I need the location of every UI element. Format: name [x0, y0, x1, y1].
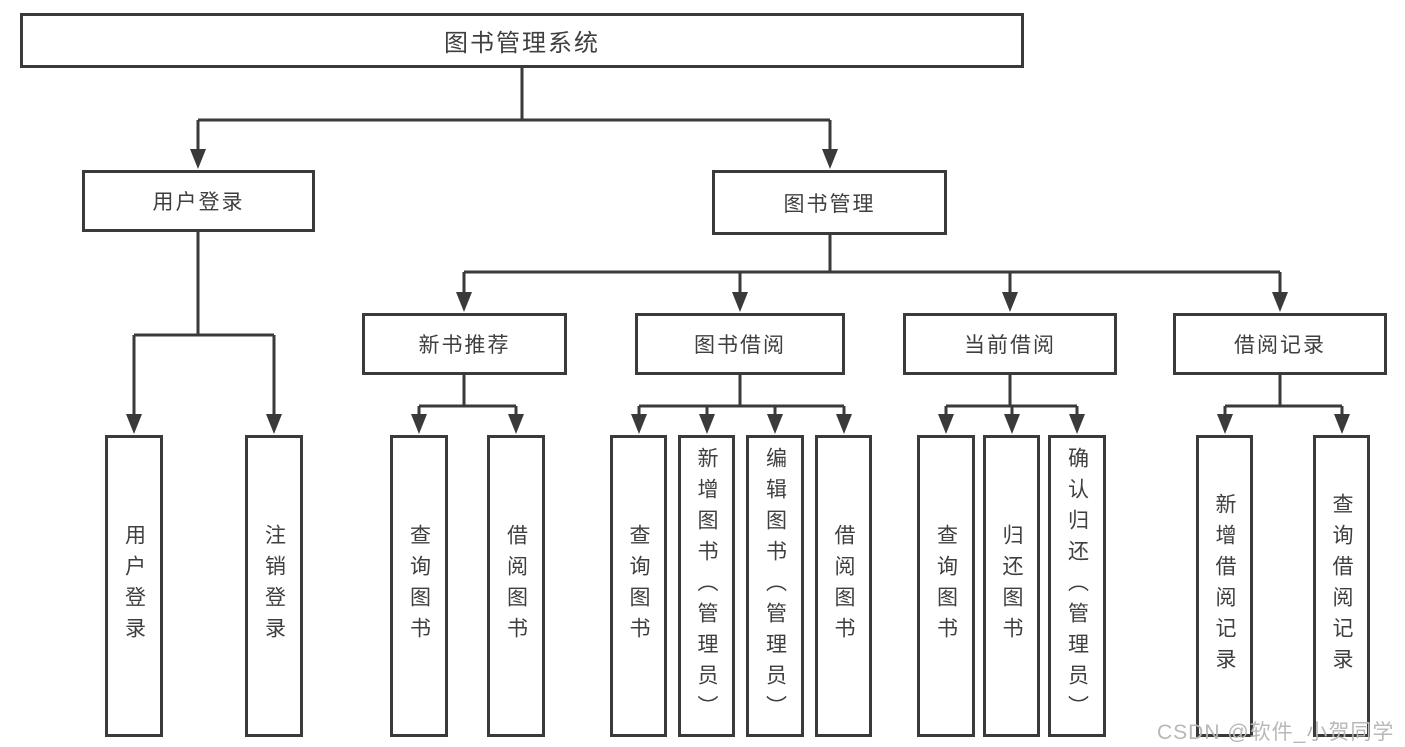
node-leaf-add-borrow-record: 新增借阅记录	[1196, 435, 1253, 737]
node-library-management-system: 图书管理系统	[20, 13, 1024, 68]
node-book-borrow: 图书借阅	[635, 313, 845, 375]
node-label: 借阅图书	[504, 524, 528, 648]
node-leaf-query-book: 查询图书	[917, 435, 975, 737]
node-label: 借阅记录	[1234, 334, 1326, 357]
node-label: 当前借阅	[964, 334, 1056, 357]
node-label: 图书借阅	[694, 334, 786, 357]
node-label: 编辑图书（管理员）	[763, 446, 787, 726]
node-leaf-borrow-book: 借阅图书	[487, 435, 545, 737]
node-label: 新增借阅记录	[1213, 493, 1236, 679]
node-label: 图书管理	[783, 192, 876, 216]
node-leaf-logout: 注销登录	[245, 435, 303, 737]
node-current-borrow: 当前借阅	[903, 313, 1117, 375]
node-label: 查询图书	[627, 524, 650, 648]
node-label: 查询借阅记录	[1330, 493, 1353, 679]
node-leaf-query-borrow-record: 查询借阅记录	[1313, 435, 1370, 737]
node-label: 注销登录	[262, 524, 286, 648]
node-leaf-query-book: 查询图书	[610, 435, 667, 737]
watermark: CSDN @软件_小贺同学	[1157, 721, 1395, 744]
node-leaf-add-book-admin: 新增图书（管理员）	[678, 435, 735, 737]
node-leaf-query-book: 查询图书	[390, 435, 448, 737]
node-label: 新增图书（管理员）	[695, 446, 718, 726]
node-borrow-records: 借阅记录	[1173, 313, 1387, 375]
node-label: 图书管理系统	[444, 30, 600, 57]
node-book-management: 图书管理	[712, 170, 947, 235]
node-label: 借阅图书	[832, 524, 855, 648]
node-leaf-user-login: 用户登录	[105, 435, 163, 737]
node-leaf-borrow-book: 借阅图书	[815, 435, 872, 737]
node-label: 确认归还（管理员）	[1065, 446, 1089, 726]
node-label: 用户登录	[122, 524, 146, 648]
node-user-login: 用户登录	[82, 170, 315, 232]
node-leaf-return-book: 归还图书	[983, 435, 1040, 737]
node-label: 用户登录	[152, 191, 245, 214]
node-leaf-edit-book-admin: 编辑图书（管理员）	[746, 435, 804, 737]
node-label: 查询图书	[934, 524, 958, 648]
node-label: 归还图书	[1000, 524, 1023, 648]
node-label: 查询图书	[407, 524, 431, 648]
node-new-book-recommend: 新书推荐	[362, 313, 567, 375]
node-label: 新书推荐	[418, 334, 511, 357]
arrowheads	[126, 149, 1350, 434]
node-leaf-confirm-return-admin: 确认归还（管理员）	[1048, 435, 1106, 737]
